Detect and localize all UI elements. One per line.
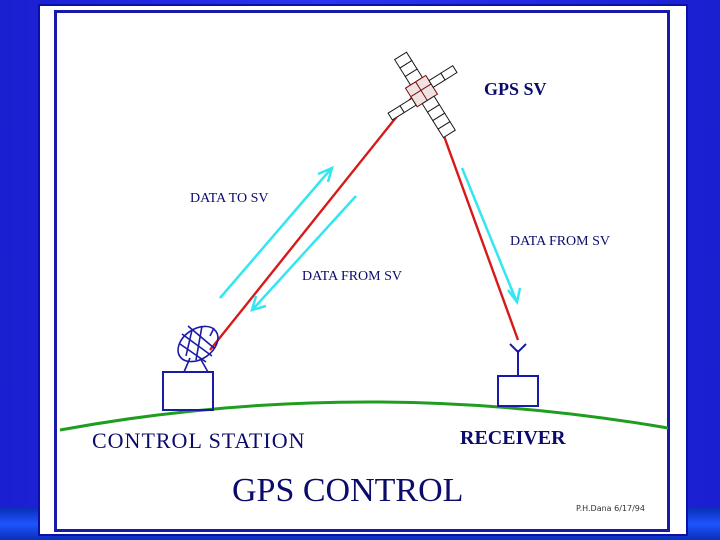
diagram-title: GPS CONTROL: [232, 472, 464, 509]
author-credit: P.H.Dana 6/17/94: [576, 504, 645, 513]
arrow-data-from-sv-station: [250, 195, 357, 312]
earth-horizon: [59, 400, 669, 432]
receiver-antenna-icon: [509, 343, 527, 376]
satellite-label: GPS SV: [484, 79, 547, 99]
diagram-frame: [54, 10, 670, 532]
arrow-data-from-sv-receiver: [460, 167, 522, 305]
satellite-icon: [387, 51, 458, 139]
station-label: CONTROL STATION: [92, 428, 306, 453]
downlink-label-receiver: DATA FROM SV: [510, 234, 611, 249]
receiver-unit: [497, 375, 539, 407]
arrow-data-to-sv: [219, 165, 334, 299]
signal-line-station-to-sv: [209, 89, 419, 351]
uplink-label: DATA TO SV: [190, 191, 269, 206]
downlink-label-station: DATA FROM SV: [302, 269, 403, 284]
dish-antenna-icon: [177, 325, 219, 373]
control-station: [162, 371, 214, 411]
receiver-label: RECEIVER: [460, 427, 566, 449]
diagram-canvas: [38, 4, 688, 536]
